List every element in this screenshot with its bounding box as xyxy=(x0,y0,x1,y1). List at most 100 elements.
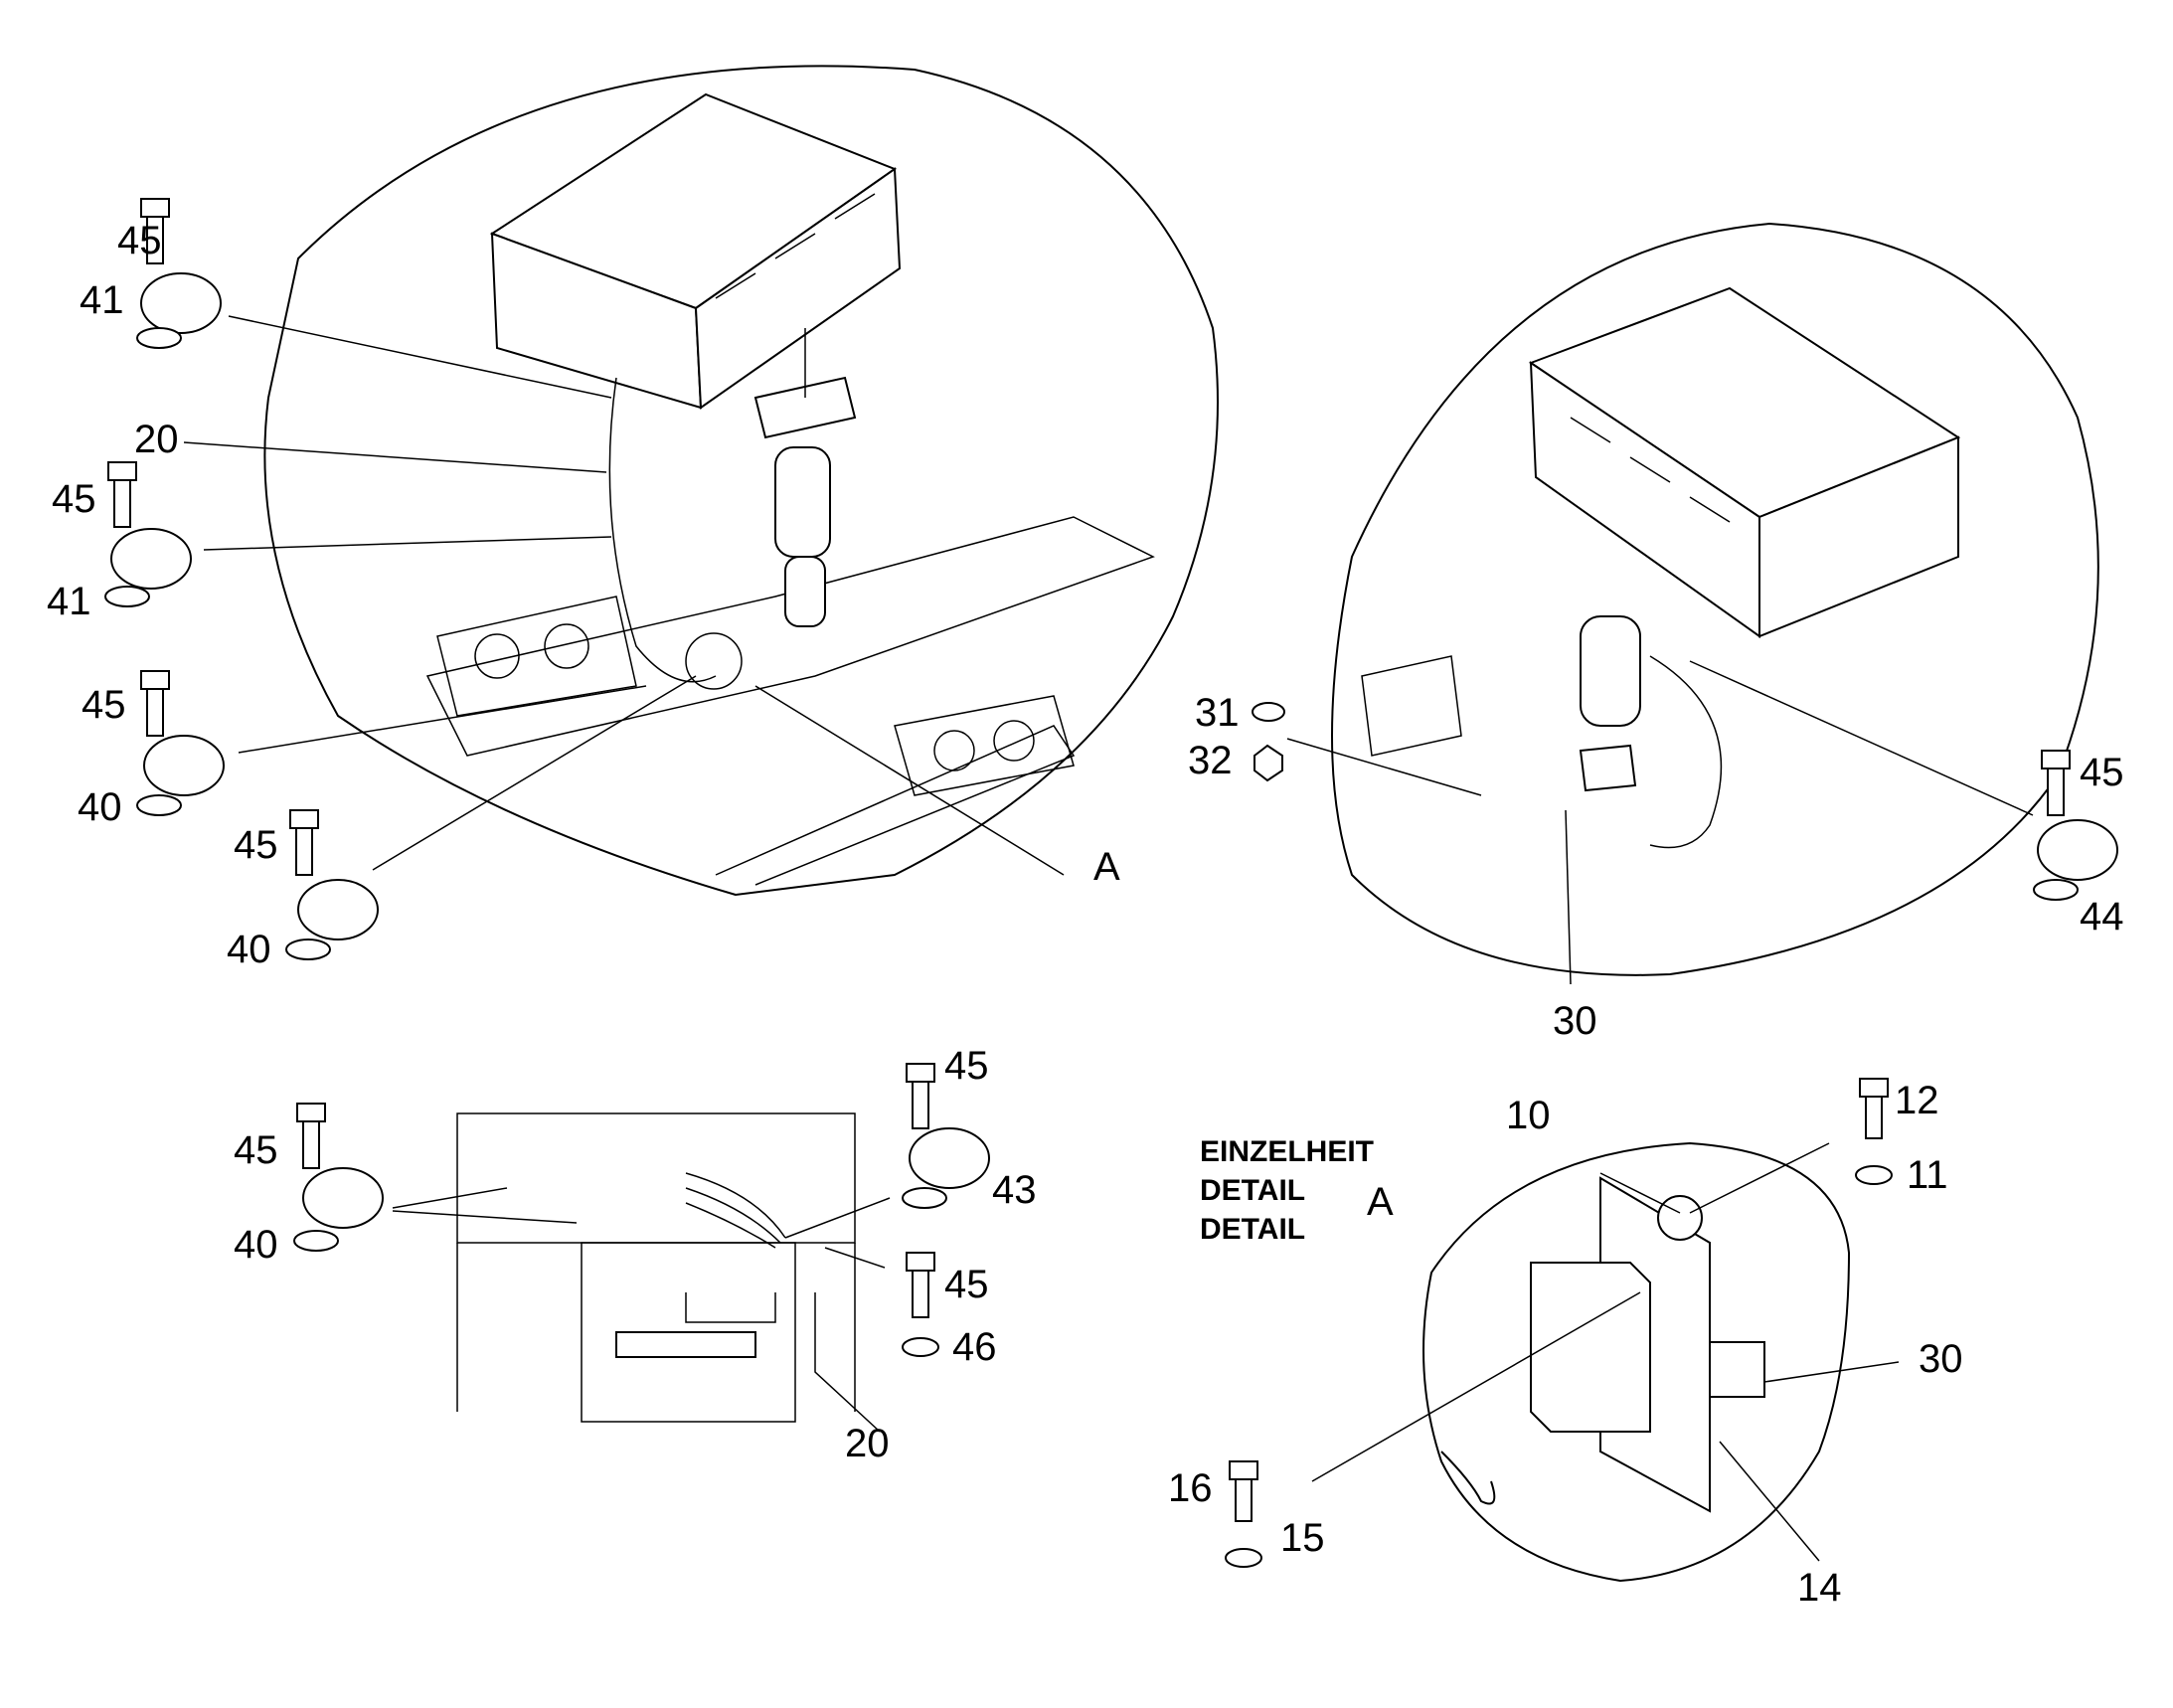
clamp-group-44 xyxy=(2033,750,2118,901)
detail-a-marker xyxy=(685,632,743,690)
clamp-foot-icon xyxy=(104,586,150,607)
label-31: 31 xyxy=(1195,691,1240,735)
controller-box-side xyxy=(694,167,902,410)
bolt-head-icon xyxy=(107,461,137,481)
label-32: 32 xyxy=(1188,739,1233,782)
clamp-group-43 xyxy=(902,1063,990,1209)
washer-icon xyxy=(1252,702,1285,722)
filter-canister xyxy=(774,446,831,558)
bolt-head-icon xyxy=(140,198,170,218)
leader-a-main xyxy=(754,685,1065,876)
label-45: 45 xyxy=(944,1263,989,1306)
leader-41-a xyxy=(228,315,612,399)
label-40: 40 xyxy=(227,928,271,971)
leader-10 xyxy=(1599,1172,1681,1214)
label-44: 44 xyxy=(2080,895,2124,939)
label-45: 45 xyxy=(234,823,278,867)
bolt-head-10 xyxy=(1657,1195,1703,1241)
washer-46 xyxy=(902,1337,939,1357)
clamp-group-40-a xyxy=(136,670,225,816)
leader-15 xyxy=(1311,1291,1641,1482)
main-view-outline xyxy=(263,65,1219,897)
label-12: 12 xyxy=(1895,1079,1939,1122)
clamp-group-40-b xyxy=(285,809,379,960)
label-45: 45 xyxy=(82,683,126,727)
label-10: 10 xyxy=(1506,1094,1551,1137)
p-clamp-icon xyxy=(909,1127,990,1189)
p-clamp-icon xyxy=(297,879,379,940)
leader-14 xyxy=(1719,1441,1820,1562)
connector-row xyxy=(1570,417,1731,523)
box-panel xyxy=(581,1242,796,1423)
bolt-head-icon xyxy=(140,670,170,690)
valve-body xyxy=(615,1331,756,1358)
leader-12 xyxy=(1689,1142,1830,1214)
nut-icon xyxy=(1254,744,1283,782)
label-45: 45 xyxy=(117,219,162,262)
leader-30-b xyxy=(1763,1361,1900,1383)
clamp-group-41-b xyxy=(104,461,192,607)
wire-bundle xyxy=(685,1172,786,1249)
leader-46 xyxy=(824,1247,886,1269)
bracket xyxy=(685,1292,776,1323)
box-sides xyxy=(456,1243,856,1412)
leader-40-c xyxy=(392,1187,578,1224)
bolt-45-h xyxy=(906,1252,935,1318)
nut-32 xyxy=(1254,744,1283,782)
label-45: 45 xyxy=(944,1044,989,1088)
mount-hole xyxy=(933,730,975,771)
label-43: 43 xyxy=(992,1168,1037,1212)
connector-row xyxy=(715,193,876,299)
label-41: 41 xyxy=(80,278,124,322)
clamp-group-40-c xyxy=(293,1103,384,1252)
washer-15 xyxy=(1225,1548,1262,1568)
bolt-head-icon xyxy=(2041,750,2071,769)
leader-20-b xyxy=(814,1292,881,1433)
leader-43 xyxy=(784,1197,891,1239)
leader-31 xyxy=(1286,738,1482,796)
washer-11 xyxy=(1855,1165,1893,1185)
detail-heading: EINZELHEIT DETAIL DETAIL A xyxy=(1200,1135,1394,1246)
mount-hole xyxy=(993,720,1035,762)
right-view-outline xyxy=(1331,222,2099,976)
bolt-16 xyxy=(1229,1460,1258,1522)
mount-plate-left xyxy=(436,596,637,717)
box-top-panel xyxy=(456,1112,856,1244)
hose-fitting xyxy=(1440,1451,1496,1505)
leader-30-a xyxy=(1565,809,1572,985)
label-11: 11 xyxy=(1907,1153,1948,1197)
bolt-head-icon xyxy=(906,1252,935,1272)
label-40: 40 xyxy=(234,1223,278,1267)
bolt-head-icon xyxy=(289,809,319,829)
right-view xyxy=(1286,222,2099,985)
detail-a-view xyxy=(1311,1141,1900,1583)
leader-20-a xyxy=(183,441,607,473)
label-14: 14 xyxy=(1797,1566,1842,1610)
leader-44 xyxy=(1689,660,2034,816)
detail-heading-letter: A xyxy=(1367,1180,1394,1224)
bolt-head-icon xyxy=(906,1063,935,1083)
main-view xyxy=(183,65,1219,897)
relay-icon xyxy=(1579,744,1637,792)
mount-hole xyxy=(474,633,520,679)
label-45: 45 xyxy=(2080,751,2124,794)
bolt-head-icon xyxy=(296,1103,326,1122)
p-clamp-icon xyxy=(302,1167,384,1229)
leader-41-b xyxy=(203,536,612,551)
detail-heading-line2: DETAIL xyxy=(1200,1174,1305,1207)
detail-a-outline xyxy=(1422,1141,1851,1583)
label-45: 45 xyxy=(234,1128,278,1172)
clamp-foot-icon xyxy=(293,1230,339,1252)
label-20: 20 xyxy=(134,418,179,461)
p-clamp-icon xyxy=(143,735,225,796)
label-41: 41 xyxy=(47,580,91,623)
frame-rail xyxy=(425,516,1155,757)
leader-40-a xyxy=(238,685,647,754)
mount-hole xyxy=(544,623,589,669)
clamp-group-41-a xyxy=(136,198,222,349)
mount-plate-right xyxy=(894,695,1075,796)
label-45: 45 xyxy=(52,477,96,521)
connector-30 xyxy=(1709,1341,1765,1398)
bracket-panel xyxy=(1361,655,1462,757)
bolt-12 xyxy=(1859,1078,1889,1139)
